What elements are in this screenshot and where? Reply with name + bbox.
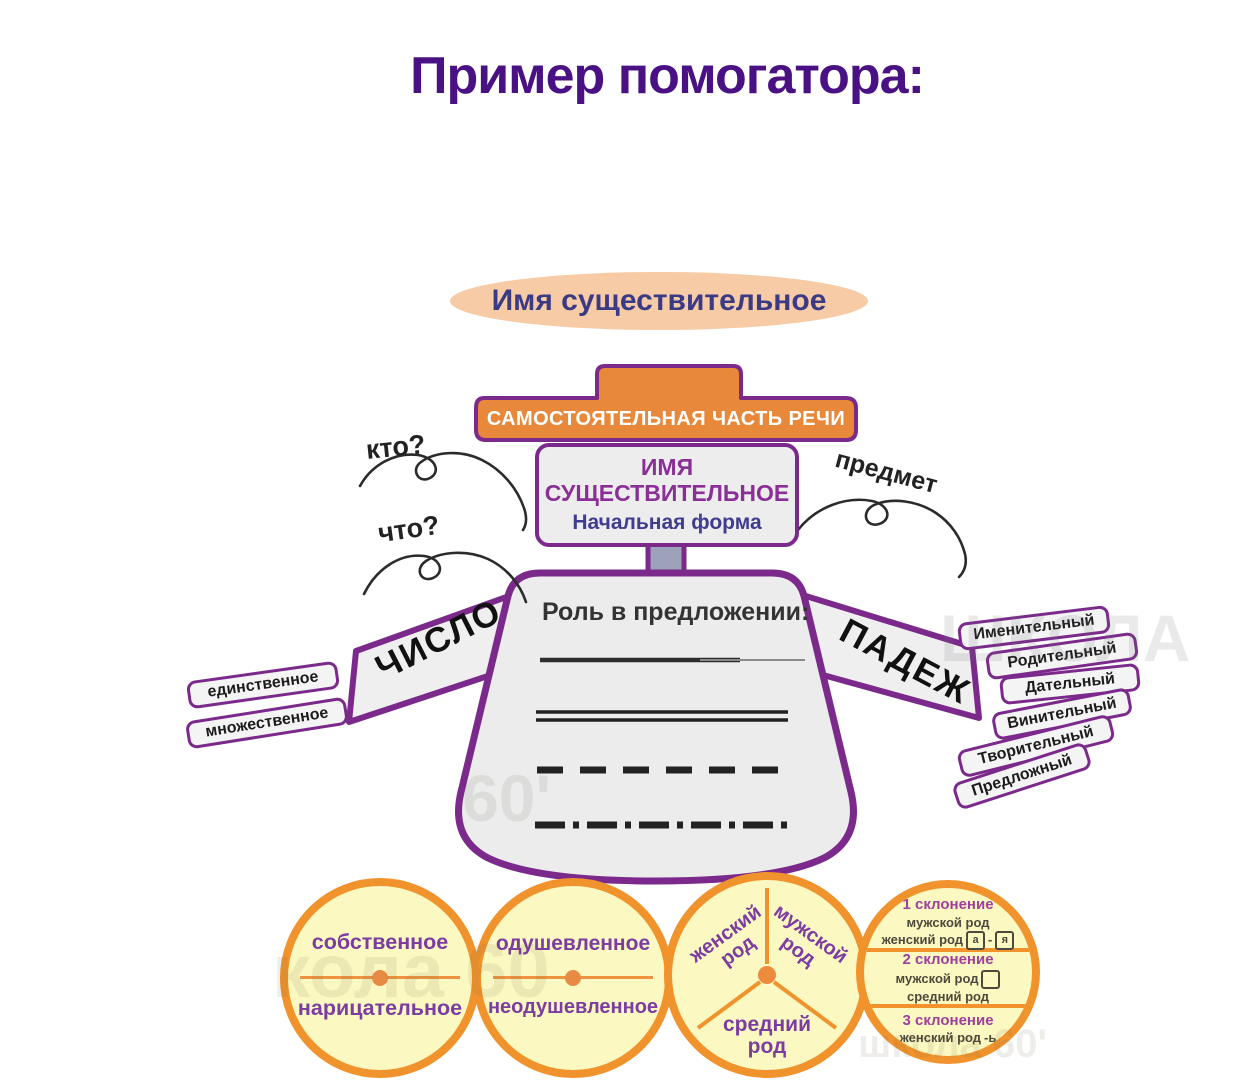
proper-common-circle: собственное нарицательное [280,878,480,1078]
declension-1-row1: мужской род [906,914,990,930]
what-swirl-icon [362,551,528,604]
declension-3-title: 3 склонение [902,1011,994,1029]
common-label: нарицательное [297,996,463,1020]
ending-separator: - [988,932,993,948]
declension-1-section: 1 склонение мужской род женский род а - … [864,888,1032,952]
role-panel-shape [455,569,857,885]
noun-box: ИМЯ СУЩЕСТВИТЕЛЬНОЕ Начальная форма [535,443,799,547]
declension-2-row2: средний род [906,988,990,1004]
declension-1-title: 1 склонение [902,896,994,913]
part-of-speech-banner-shape [474,364,858,442]
ending-ya-box: я [995,931,1015,950]
role-panel-title: Роль в предложении: [542,598,810,626]
animate-label: одушевленное [495,932,651,955]
circle-center-dot [372,970,388,986]
declension-circle: 1 склонение мужской род женский род а - … [856,880,1040,1064]
who-question-label: кто? [364,428,427,466]
gender-divider-lines [696,888,838,1030]
declension-3-section: 3 склонение женский род -ь [864,1008,1032,1056]
topic-badge: Имя существительное [450,272,868,330]
declension-2-title: 2 склонение [902,951,994,968]
proper-label: собственное [311,930,449,954]
object-swirl-icon [796,498,968,579]
declension-3-row1: женский род -ь [900,1030,997,1046]
declension-2-row1: мужской род [895,969,1001,989]
page-title: Пример помогатора: [410,47,925,105]
inanimate-label: неодушевленное [487,996,659,1018]
empty-ending-box [981,969,1001,989]
ending-a-box: а [966,931,986,950]
part-of-speech-banner-label: САМОСТОЯТЕЛЬНАЯ ЧАСТЬ РЕЧИ [486,407,846,430]
declension-1-row2-text: женский род [881,932,964,948]
noun-box-line1: ИМЯ [640,454,694,481]
declension-2-section: 2 склонение мужской род средний род [864,951,1032,1008]
gender-circle: женский род мужской род средний род [664,872,870,1078]
declension-3-row1-text: женский род [899,1030,982,1046]
declension-1-row2: женский род а - я [882,931,1015,950]
animacy-circle: одушевленное неодушевленное [473,878,673,1078]
noun-box-subtitle: Начальная форма [572,510,762,534]
neuter-label: средний род [722,1013,812,1059]
declension-2-row1-text: мужской род [895,971,979,987]
who-swirl-icon [358,451,528,532]
circle-center-dot [565,970,581,986]
noun-box-line2: СУЩЕСТВИТЕЛЬНОЕ [544,480,790,506]
soft-sign-suffix: -ь [984,1030,997,1046]
